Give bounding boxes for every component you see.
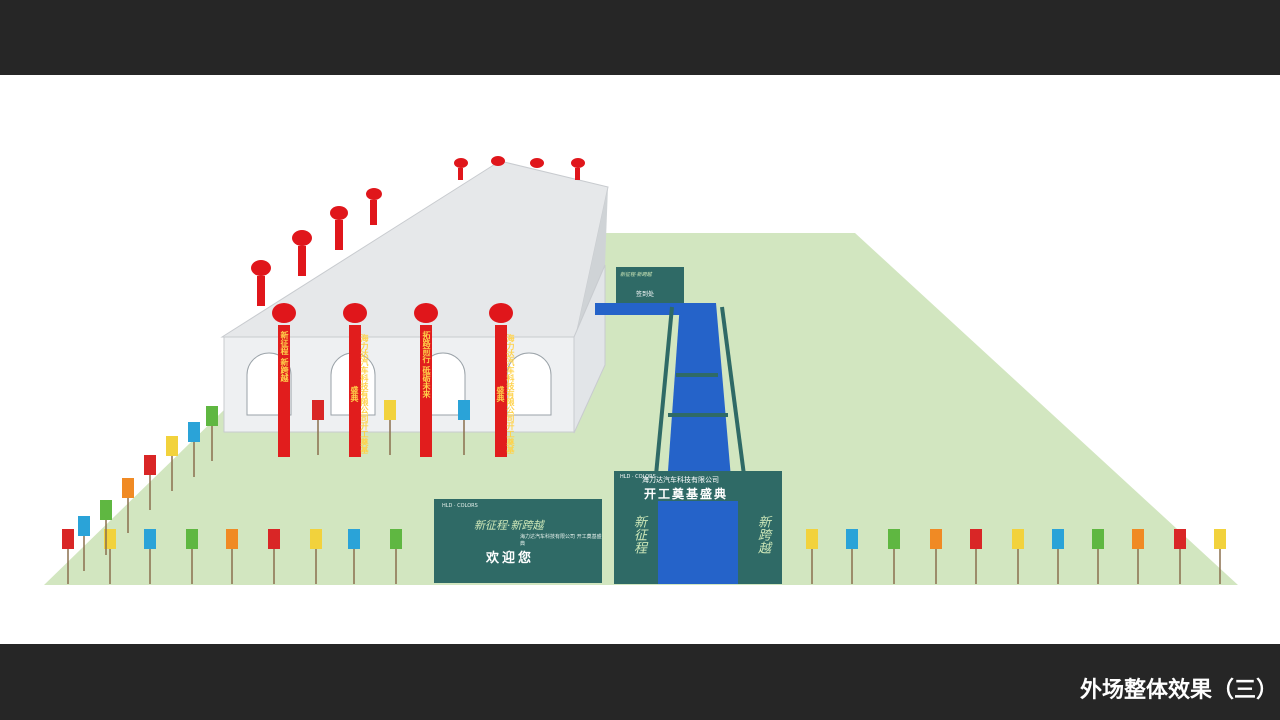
flag [1214, 529, 1226, 549]
flag [458, 400, 470, 420]
flag [206, 406, 218, 426]
bottom-frame-bar [0, 644, 1280, 720]
lantern [343, 303, 367, 323]
flag [122, 478, 134, 498]
flag [62, 529, 74, 549]
flag [104, 529, 116, 549]
flag-row-right [806, 529, 1226, 584]
flag-row-diagonal [78, 400, 470, 571]
banner-text: 新征程 新跨越 [280, 331, 289, 382]
welcome-board-slogan: 新征程·新跨越 [474, 519, 544, 532]
banner-text: 海力达汽车科技有限公司开工奠基盛典 [350, 334, 369, 454]
arch-company: 海力达汽车科技有限公司 [642, 476, 719, 484]
vertical-banner: 新征程 新跨越 [278, 325, 290, 457]
flag [144, 529, 156, 549]
welcome-board-logos: HLD · COLORS [442, 503, 478, 509]
flag [806, 529, 818, 549]
arch-carpet [658, 501, 738, 584]
flag [390, 529, 402, 549]
sign-board-slogan: 新征程·新跨越 [620, 272, 652, 278]
arch-right-pillar: 新跨越 [738, 501, 782, 584]
flag [144, 455, 156, 475]
flag [888, 529, 900, 549]
arch-title: 开工奠基盛典 [644, 487, 729, 501]
banner-text: 拓路前行 砥砺未来 [422, 331, 431, 398]
vertical-banner: 海力达汽车科技有限公司开工奠基盛典 [495, 325, 515, 457]
top-frame-bar [0, 0, 1280, 75]
welcome-board-company: 海力达汽车科技有限公司 开工奠基盛典 [520, 534, 602, 547]
vertical-banner: 海力达汽车科技有限公司开工奠基盛典 [349, 325, 369, 457]
flag [1012, 529, 1024, 549]
flag [312, 400, 324, 420]
sign-in-board: 新征程·新跨越 签到处 [616, 267, 684, 303]
banner-text: 海力达汽车科技有限公司开工奠基盛典 [496, 334, 515, 454]
flag [166, 436, 178, 456]
flag [310, 529, 322, 549]
arch-header: HLD · COLORS 海力达汽车科技有限公司 开工奠基盛典 [614, 471, 782, 501]
carpet-frames [654, 306, 746, 476]
flag [1174, 529, 1186, 549]
right-pillar-text: 新跨越 [755, 515, 770, 554]
lantern [489, 303, 513, 323]
flag [186, 529, 198, 549]
flag [1052, 529, 1064, 549]
sign-board-label: 签到处 [636, 291, 655, 298]
lantern [272, 303, 296, 323]
welcome-board-title: 欢迎您 [486, 551, 535, 566]
flag [226, 529, 238, 549]
lawn-ground [44, 233, 1238, 585]
flag [100, 500, 112, 520]
flag-row-left [62, 529, 402, 584]
flag [78, 516, 90, 536]
left-pillar-text: 新征程 [631, 515, 646, 554]
entrance-arch: HLD · COLORS 海力达汽车科技有限公司 开工奠基盛典 新征程 新跨越 [614, 471, 782, 584]
flag [970, 529, 982, 549]
flag [268, 529, 280, 549]
lantern [414, 303, 438, 323]
welcome-board: HLD · COLORS 新征程·新跨越 海力达汽车科技有限公司 开工奠基盛典 … [434, 499, 602, 583]
flag [348, 529, 360, 549]
flag [930, 529, 942, 549]
arch-left-pillar: 新征程 [614, 501, 658, 584]
vertical-banner: 拓路前行 砥砺未来 [420, 325, 432, 457]
roof-lanterns [251, 156, 585, 306]
arch-logos: HLD · COLORS [620, 474, 656, 480]
flag [846, 529, 858, 549]
outdoor-scene-render: 新征程 新跨越 海力达汽车科技有限公司开工奠基盛典 拓路前行 砥砺未来 海力达汽… [0, 75, 1280, 644]
flag [188, 422, 200, 442]
flag [1092, 529, 1104, 549]
slide-caption: 外场整体效果（三） [1079, 677, 1278, 703]
flag [1132, 529, 1144, 549]
blue-carpet-branch [595, 303, 680, 315]
flag [384, 400, 396, 420]
